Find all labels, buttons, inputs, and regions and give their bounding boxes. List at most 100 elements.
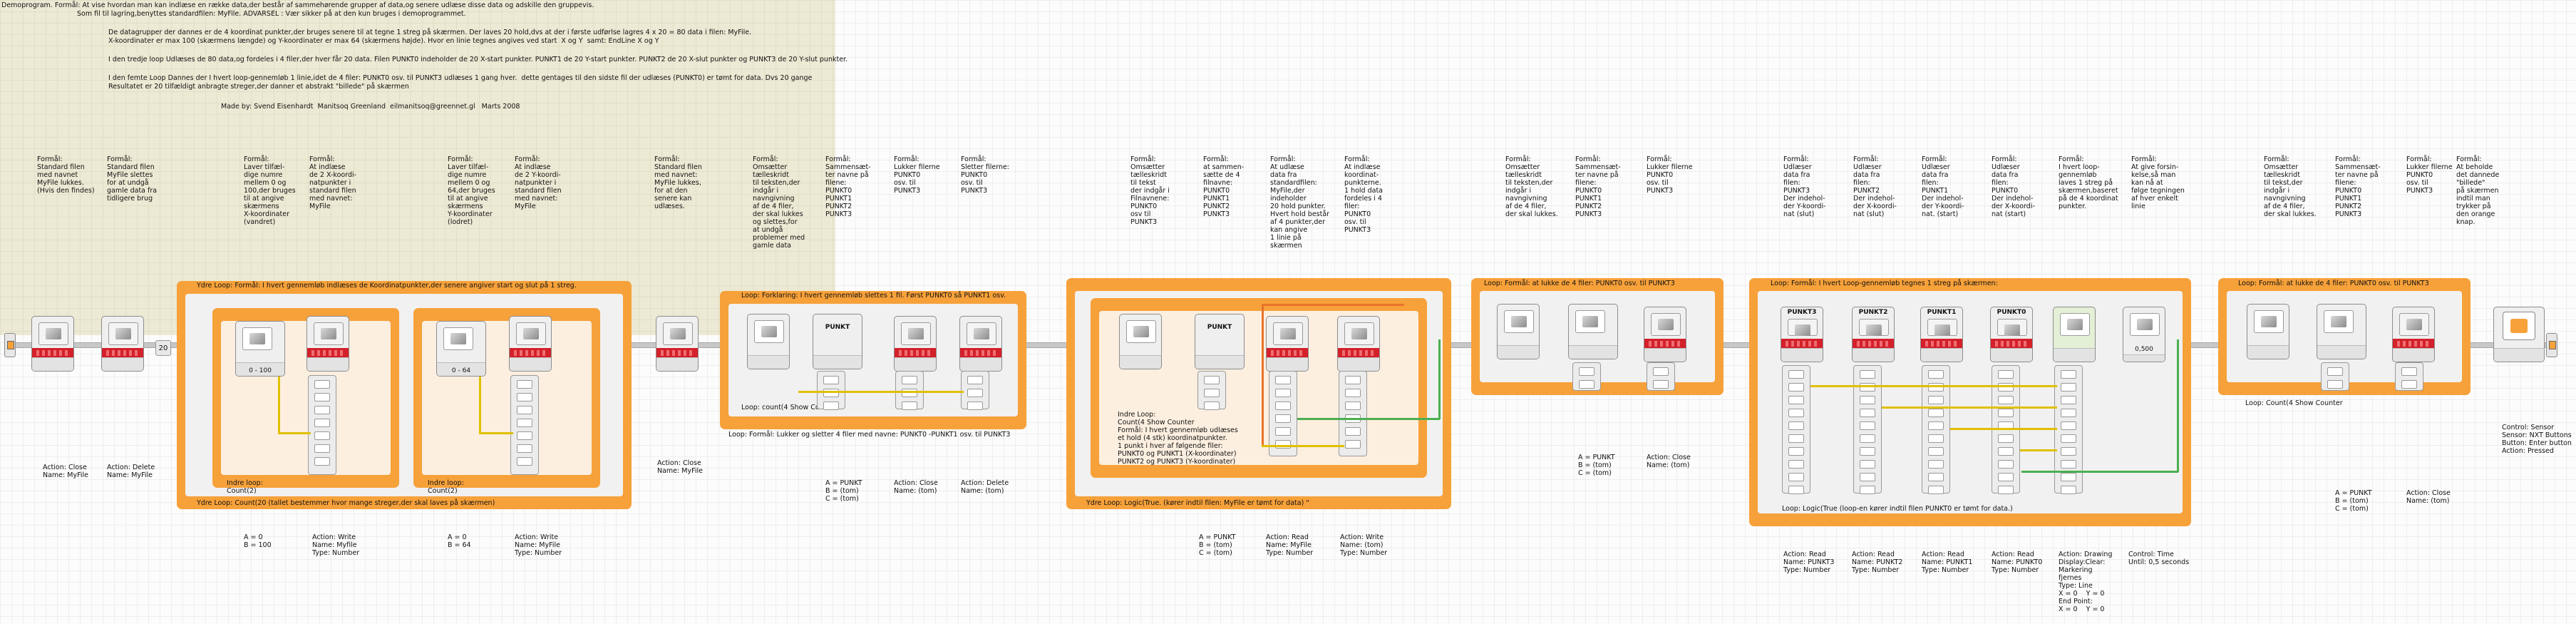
file-access-block-close[interactable]: [894, 316, 937, 372]
block-config-note: Action: Drawing Display:Clear: Markering…: [2059, 551, 2113, 613]
data-wire: [2021, 471, 2178, 473]
file-access-block-delete[interactable]: [101, 316, 144, 372]
data-wire: [1297, 418, 1440, 420]
data-hub[interactable]: [1197, 371, 1226, 410]
hourglass-icon: [2130, 313, 2160, 336]
number-to-text-block[interactable]: [747, 314, 790, 369]
loop-2-caption: Loop: Formål: Lukker og sletter 4 filer …: [728, 431, 1011, 439]
dice-icon: [242, 327, 272, 350]
purpose-note: Formål: Standard filen med navnet: MyFil…: [654, 155, 702, 210]
file-access-block-read[interactable]: [1266, 316, 1309, 372]
random-range-label: 0 - 100: [249, 367, 272, 374]
file-icon: [1788, 319, 1818, 336]
inner-loop-x[interactable]: [212, 308, 399, 488]
data-hub[interactable]: [308, 375, 336, 475]
loop-6-bottom-label: Loop: Count(4 Show Counter: [2245, 399, 2343, 407]
text-block[interactable]: [2317, 304, 2366, 359]
random-range-label: 0 - 64: [451, 367, 471, 374]
data-hub[interactable]: [1782, 365, 1810, 494]
display-block[interactable]: [2053, 307, 2096, 362]
block-config-note: A = 0 B = 64: [448, 533, 471, 549]
number-text-icon: [1504, 310, 1534, 333]
block-config-note: A = 0 B = 100: [244, 533, 272, 549]
data-hub[interactable]: [2395, 362, 2423, 391]
block-config-note: A = PUNKT B = (tom) C = (tom): [1578, 454, 1615, 477]
block-config-note: Action: Close Name: MyFile: [43, 464, 88, 479]
data-hub[interactable]: [1922, 365, 1950, 494]
block-config-note: Action: Delete Name: (tom): [961, 479, 1009, 495]
file-access-block-write[interactable]: [306, 316, 349, 372]
text-block-value: PUNKT: [825, 324, 850, 331]
number-to-text-block[interactable]: [1497, 304, 1540, 359]
file-icon: [967, 322, 996, 345]
file-access-block-write[interactable]: [1337, 316, 1380, 372]
random-block-y[interactable]: 0 - 64: [436, 321, 486, 377]
block-config-note: A = PUNKT B = (tom) C = (tom): [825, 479, 862, 503]
block-config-note: Action: Close Name: MyFile: [657, 459, 703, 475]
wait-time-block[interactable]: 0,500: [2123, 307, 2165, 362]
block-config-note: Control: Sensor Sensor: NXT Buttons Butt…: [2502, 424, 2572, 455]
nxt-button-icon: [2503, 312, 2535, 340]
file-icon: [1273, 322, 1303, 345]
data-hub[interactable]: [961, 371, 989, 410]
purpose-note: Formål: Lukker filerne PUNKT0 osv. til P…: [894, 155, 940, 195]
number-constant-20[interactable]: 20: [155, 340, 171, 356]
text-block[interactable]: [1568, 304, 1618, 359]
dice-icon: [443, 327, 473, 350]
file-icon: [1859, 319, 1889, 336]
block-config-note: Action: Close Name: (tom): [2406, 489, 2451, 505]
file-access-block-delete[interactable]: [959, 316, 1002, 372]
purpose-note: Formål: Laver tilfæl- dige numre mellem …: [448, 155, 495, 226]
header-credits: Made by: Svend Eisenhardt Manitsoq Green…: [221, 103, 520, 111]
file-access-block-read[interactable]: PUNKT3: [1781, 307, 1823, 362]
file-access-block-read[interactable]: PUNKT0: [1990, 307, 2033, 362]
data-hub[interactable]: [817, 371, 845, 410]
data-hub[interactable]: [510, 375, 539, 475]
file-icon: [901, 322, 931, 345]
data-hub[interactable]: [1339, 371, 1367, 456]
block-config-note: A = PUNKT B = (tom) C = (tom): [1199, 533, 1236, 557]
data-hub[interactable]: [2321, 362, 2349, 391]
file-access-block-close[interactable]: [31, 316, 74, 372]
program-start-cap[interactable]: [4, 333, 16, 357]
file-access-block-read[interactable]: PUNKT1: [1920, 307, 1963, 362]
text-block[interactable]: PUNKT: [1195, 314, 1245, 369]
file-access-block-read[interactable]: PUNKT2: [1852, 307, 1895, 362]
purpose-note: Formål: at sammen- sætte de 4 filnavne: …: [1203, 155, 1245, 218]
data-hub[interactable]: [2054, 365, 2083, 494]
file-access-block-write[interactable]: [509, 316, 552, 372]
purpose-note: Formål: At indlæse koordinat- punkterne.…: [1344, 155, 1383, 234]
file-name-label: PUNKT3: [1787, 309, 1817, 316]
data-wire: [479, 432, 513, 434]
block-config-note: Control: Time Until: 0,5 seconds: [2128, 551, 2190, 566]
purpose-note: Formål: Standard filen MyFile slettes fo…: [107, 155, 158, 203]
data-hub[interactable]: [1572, 362, 1601, 391]
purpose-note: Formål: Lukker filerne PUNKT0 osv. til P…: [1647, 155, 1693, 195]
purpose-note: Formål: At indlæse de 2 X-koordi- natpun…: [309, 155, 357, 210]
file-access-block-close[interactable]: [1644, 307, 1686, 362]
text-block[interactable]: PUNKT: [813, 314, 862, 369]
number-to-text-block[interactable]: [2247, 304, 2289, 359]
data-hub[interactable]: [1853, 365, 1882, 494]
loop-6-top-label: Loop: Formål: at lukke de 4 filer: PUNKT…: [2238, 280, 2429, 287]
header-line-3: De datagrupper der dannes er de 4 koordi…: [108, 29, 752, 36]
purpose-note: Formål: Standard filen med navnet MyFile…: [37, 155, 95, 195]
data-hub[interactable]: [1647, 362, 1675, 391]
header-comment-area: Demoprogram. Formål: At vise hvordan man…: [0, 0, 847, 335]
file-access-block-close[interactable]: [2392, 307, 2435, 362]
number-text-icon: [754, 320, 784, 343]
wait-nxt-button-block[interactable]: [2493, 307, 2545, 362]
purpose-note: Formål: Udlæser data fra filen: PUNKT0 D…: [1992, 155, 2035, 218]
data-hub[interactable]: [1269, 371, 1297, 456]
loop-3-bottom-label: Ydre Loop: Logic(True. (kører indtil fil…: [1086, 499, 1309, 507]
purpose-note: Formål: Omsætter tælleskridt til teksten…: [753, 155, 805, 250]
loop-5-bottom-label: Loop: Logic(True (loop-en kører indtil f…: [1782, 505, 2013, 513]
loop-logic-true-draw[interactable]: [1749, 278, 2191, 526]
random-block-x[interactable]: 0 - 100: [235, 321, 285, 377]
data-hub[interactable]: [895, 371, 924, 410]
number-to-text-block[interactable]: [1119, 314, 1162, 369]
file-access-block-close[interactable]: [656, 316, 699, 372]
block-config-note: Action: Read Name: PUNKT2 Type: Number: [1852, 551, 1903, 574]
loop-5-top-label: Loop: Formål: I hvert Loop-gennemløb teg…: [1771, 280, 1998, 287]
